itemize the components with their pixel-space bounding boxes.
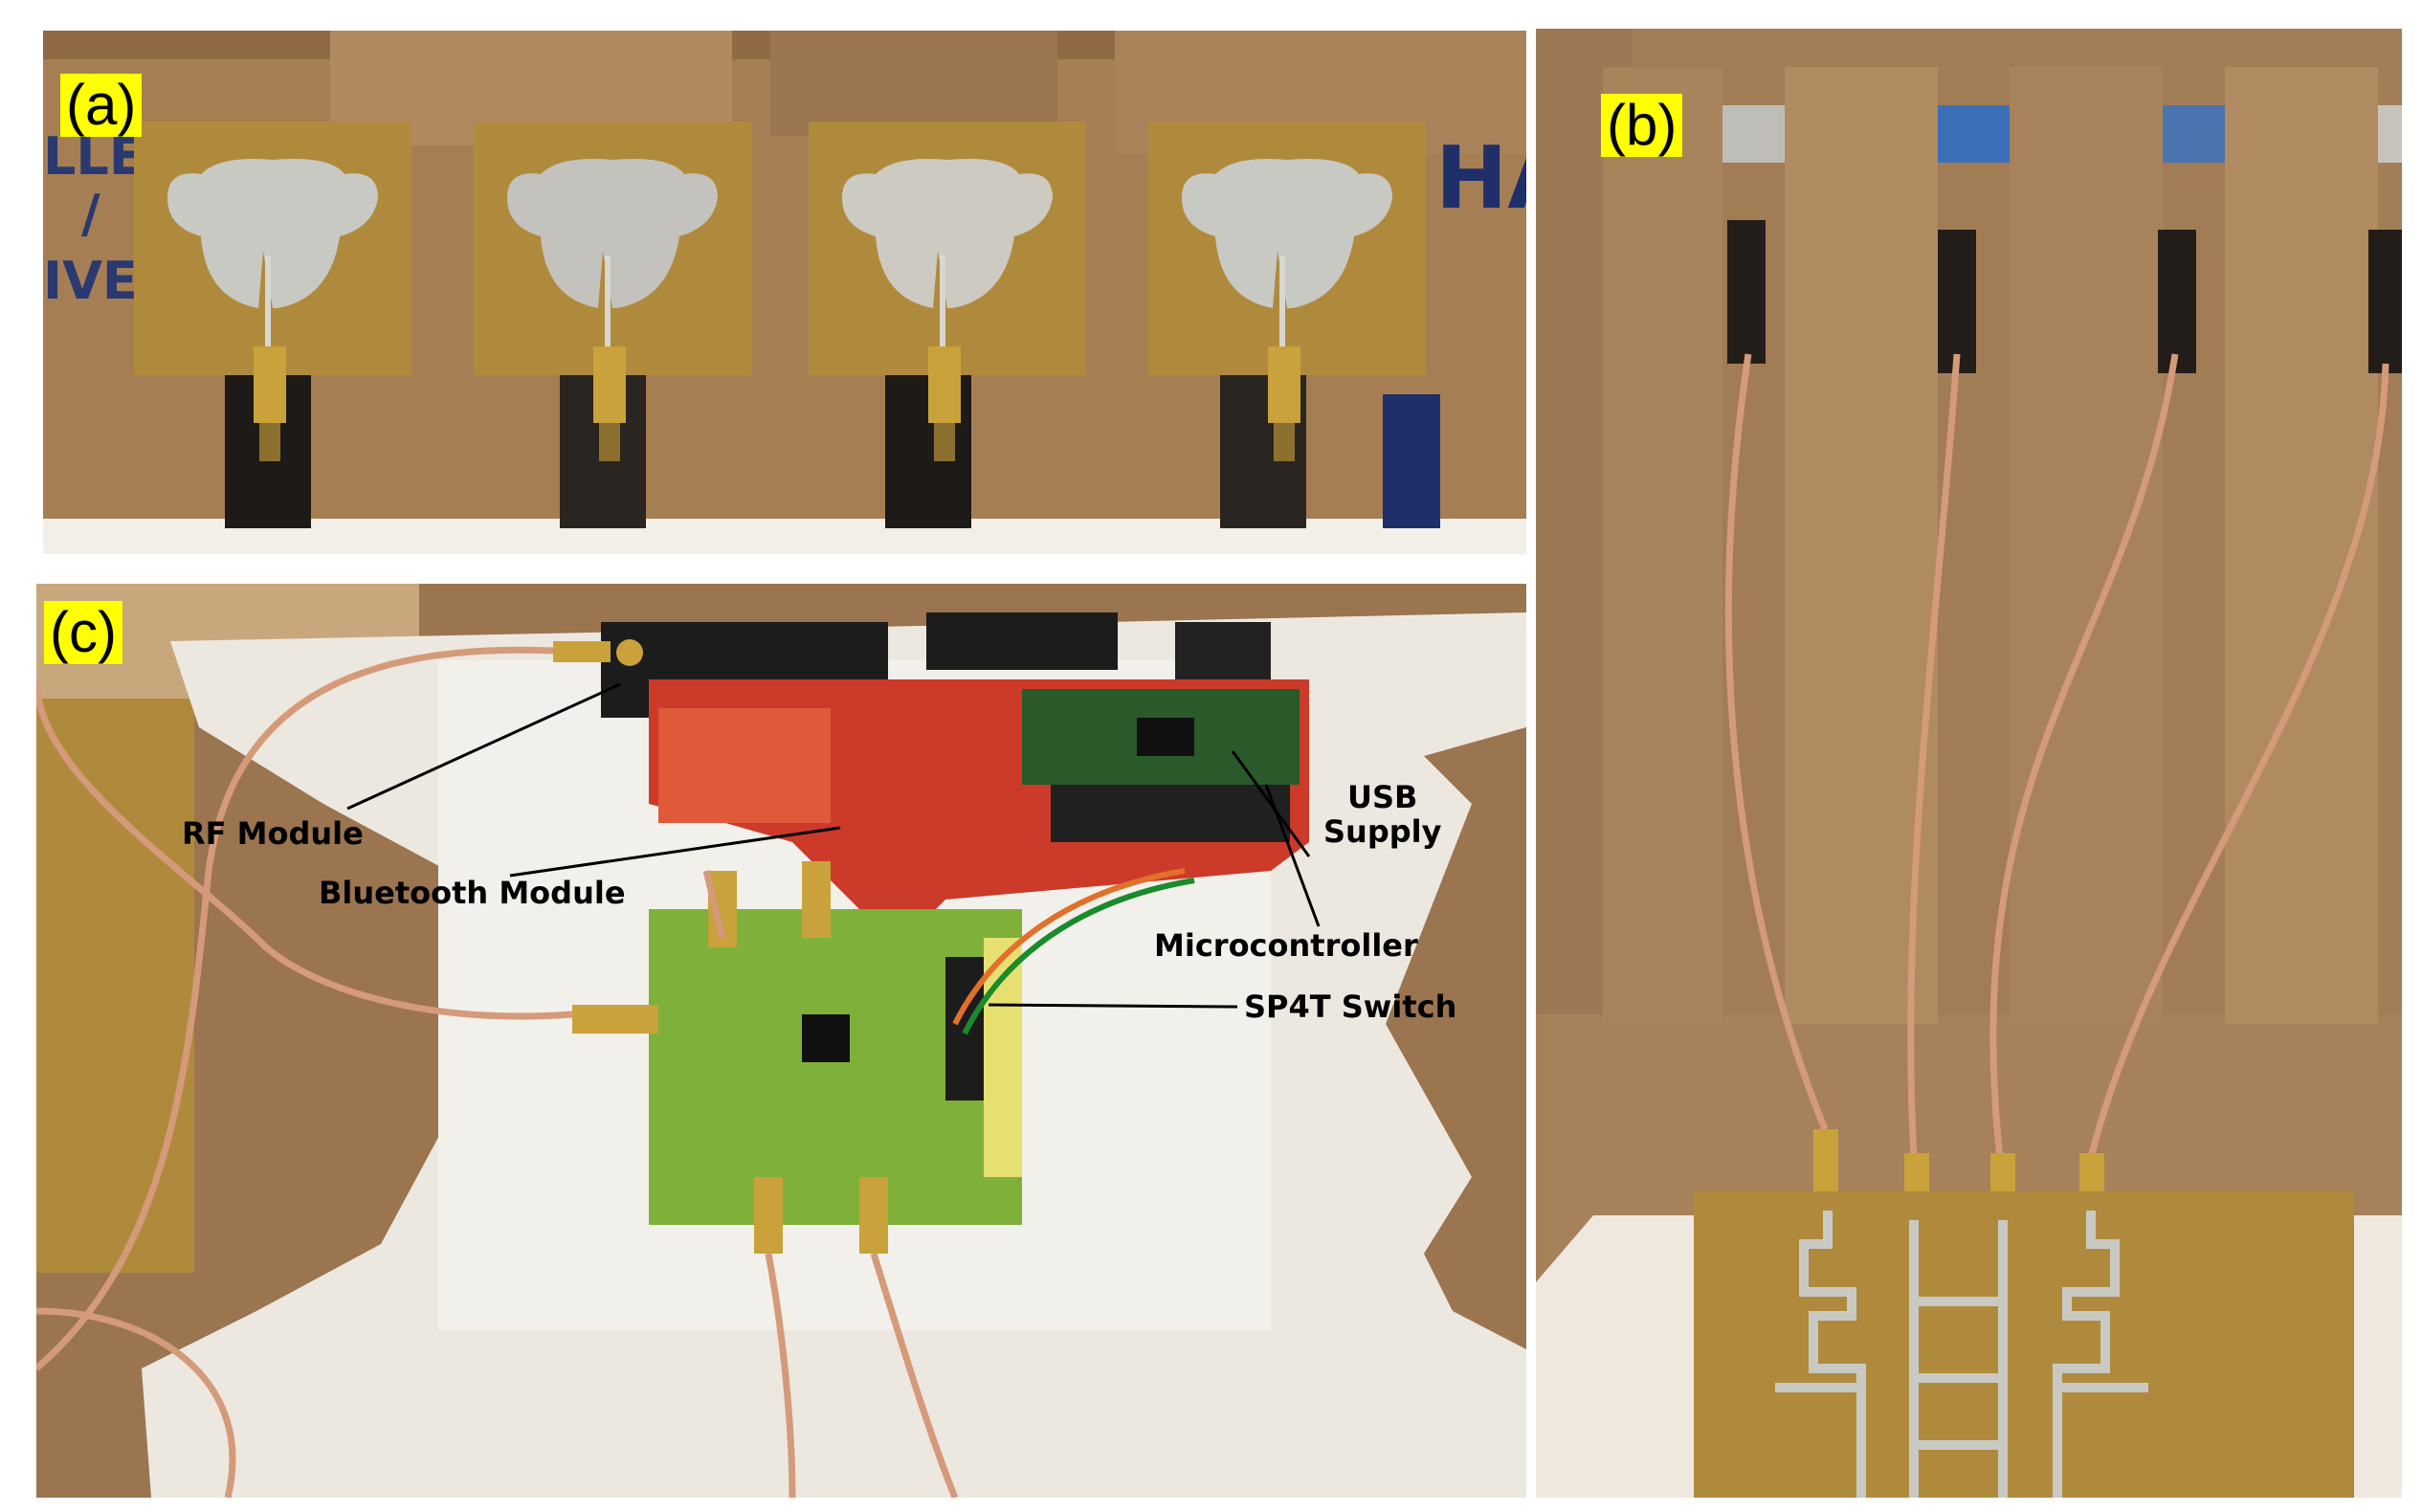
feed-network-photo xyxy=(1536,29,2402,1498)
usb-supply-line-1: USB xyxy=(1347,779,1418,815)
microcontroller-callout: Microcontroller xyxy=(1154,927,1418,964)
panel-a-label: (a) xyxy=(60,74,143,137)
box-text-right: HA xyxy=(1435,128,1526,229)
sp4t-switch-board xyxy=(649,909,1022,1225)
antenna-1 xyxy=(134,122,411,461)
box-text-3: IVE xyxy=(43,251,138,311)
antenna-4 xyxy=(1148,122,1426,461)
bluetooth-module xyxy=(658,708,831,823)
callout-leader-lines xyxy=(346,682,1321,1009)
antenna-3 xyxy=(809,122,1086,461)
antenna-2 xyxy=(474,122,751,461)
bluetooth-module-callout: Bluetooth Module xyxy=(319,875,626,911)
usb-supply-line-2: Supply xyxy=(1323,813,1442,850)
panel-c-electronics-photo: (c) RF Module Bluetooth Module USB Suppl… xyxy=(36,584,1526,1498)
box-text-2: / xyxy=(81,184,100,244)
coax-cables xyxy=(1724,353,2389,1159)
sp4t-switch-callout: SP4T Switch xyxy=(1244,989,1457,1025)
electronics-photo xyxy=(36,584,1526,1498)
panel-b-feed-network-photo: (b) xyxy=(1536,29,2402,1498)
panel-c-label: (c) xyxy=(44,601,122,664)
panel-a-antenna-photo: LLE / IVE HA xyxy=(43,31,1526,554)
feed-pcb xyxy=(1694,1191,2354,1498)
antenna-array-photo: LLE / IVE HA xyxy=(43,31,1526,554)
rf-module-callout: RF Module xyxy=(182,815,364,852)
coax-cables xyxy=(36,646,959,1498)
panel-b-label: (b) xyxy=(1601,94,1683,157)
usb-supply-callout: USB Supply xyxy=(1323,780,1441,849)
